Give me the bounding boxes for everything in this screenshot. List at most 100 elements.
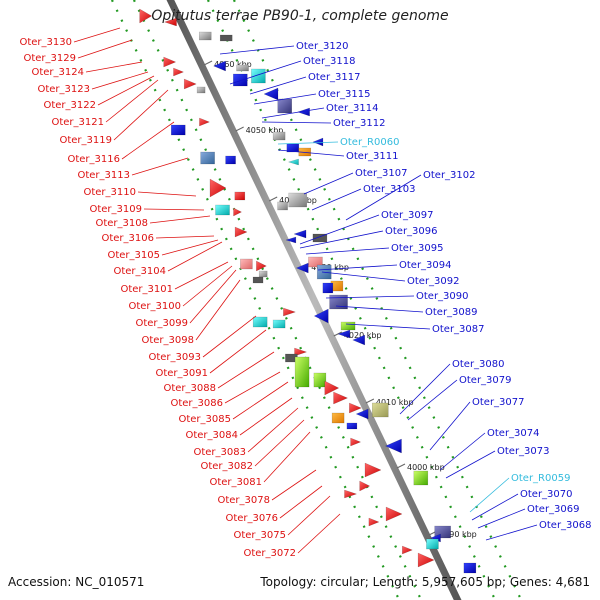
gene-forward-red <box>344 489 358 499</box>
gene-green <box>313 372 327 388</box>
gene-label-right[interactable]: Oter_3114 <box>326 103 379 114</box>
gene-label-right[interactable]: Oter_3115 <box>318 89 371 100</box>
gene-label-left[interactable]: Oter_3099 <box>135 318 188 329</box>
gene-label-left[interactable]: Oter_3091 <box>155 368 208 379</box>
gene-label-left[interactable]: Oter_3110 <box>83 187 136 198</box>
gene-label-left[interactable]: Oter_3085 <box>178 414 231 425</box>
gene-label-right[interactable]: Oter_3111 <box>346 151 399 162</box>
gene-grey <box>288 192 307 208</box>
gene-label-left[interactable]: Oter_3086 <box>170 398 223 409</box>
gene-label-right[interactable]: Oter_3094 <box>399 260 452 271</box>
gene-label-right[interactable]: Oter_3089 <box>425 307 478 318</box>
label-leader-line <box>77 39 133 59</box>
gene-label-left[interactable]: Oter_3105 <box>107 250 160 261</box>
label-leader-line <box>429 401 471 451</box>
rna-label-right[interactable]: Oter_R0060 <box>340 137 399 148</box>
gene-label-right[interactable]: Oter_3073 <box>497 446 550 457</box>
gene-label-left[interactable]: Oter_3098 <box>141 335 194 346</box>
label-leader-line <box>445 450 496 479</box>
gene-label-right[interactable]: Oter_3117 <box>308 72 361 83</box>
gene-orange <box>331 412 345 424</box>
gene-olive <box>372 402 389 418</box>
gene-label-left[interactable]: Oter_3093 <box>148 352 201 363</box>
gene-label-right[interactable]: Oter_3097 <box>381 210 434 221</box>
label-leader-line <box>174 261 229 290</box>
label-leader-line <box>325 295 415 299</box>
gene-label-left[interactable]: Oter_3088 <box>163 383 216 394</box>
label-leader-line <box>477 508 526 529</box>
gene-label-left[interactable]: Oter_3084 <box>185 430 238 441</box>
gene-label-right[interactable]: Oter_3092 <box>407 276 460 287</box>
gene-label-right[interactable]: Oter_3107 <box>355 168 408 179</box>
gene-label-right[interactable]: Oter_3087 <box>432 324 485 335</box>
gene-grey <box>236 64 249 72</box>
gene-forward-red <box>402 545 413 555</box>
gene-label-left[interactable]: Oter_3109 <box>89 204 142 215</box>
label-leader-line <box>143 208 205 211</box>
gene-forward-red <box>294 347 308 357</box>
gene-green <box>413 470 429 486</box>
gene-label-left[interactable]: Oter_3106 <box>101 233 154 244</box>
gene-label-left[interactable]: Oter_3100 <box>128 301 181 312</box>
label-leader-line <box>97 75 155 106</box>
gene-label-right[interactable]: Oter_3096 <box>385 226 438 237</box>
label-leader-line <box>297 513 341 554</box>
gene-label-left[interactable]: Oter_3076 <box>225 513 278 524</box>
gene-label-right[interactable]: Oter_3103 <box>363 184 416 195</box>
gene-label-right[interactable]: Oter_3118 <box>303 56 356 67</box>
gene-forward-red <box>359 480 371 492</box>
gene-label-left[interactable]: Oter_3113 <box>77 170 130 181</box>
gene-label-left[interactable]: Oter_3123 <box>37 84 90 95</box>
label-leader-line <box>345 174 422 221</box>
kbp-tick <box>235 126 244 132</box>
gene-label-right[interactable]: Oter_3077 <box>472 397 525 408</box>
gene-purple <box>277 98 292 114</box>
label-leaders <box>73 27 538 554</box>
gene-label-right[interactable]: Oter_3070 <box>520 489 573 500</box>
gene-reverse-blue <box>337 329 351 339</box>
gene-label-left[interactable]: Oter_3108 <box>95 218 148 229</box>
gene-cyan <box>287 158 299 166</box>
gene-label-right[interactable]: Oter_3080 <box>452 359 505 370</box>
gene-label-left[interactable]: Oter_3121 <box>51 117 104 128</box>
gene-label-right[interactable]: Oter_3120 <box>296 41 349 52</box>
gene-forward-red <box>368 517 380 527</box>
gene-label-left[interactable]: Oter_3101 <box>120 284 173 295</box>
label-leader-line <box>263 431 311 483</box>
gene-label-left[interactable]: Oter_3130 <box>19 37 72 48</box>
gene-label-left[interactable]: Oter_3119 <box>59 135 112 146</box>
genome-axis <box>166 0 462 600</box>
gene-label-right[interactable]: Oter_3102 <box>423 170 476 181</box>
gene-label-left[interactable]: Oter_3081 <box>209 477 262 488</box>
rna-label-right[interactable]: Oter_R0059 <box>511 473 570 484</box>
gene-cyan <box>251 68 266 84</box>
label-leader-line <box>121 121 175 160</box>
gene-label-left[interactable]: Oter_3104 <box>113 266 166 277</box>
label-leader-line <box>202 315 257 358</box>
gene-forward-red <box>183 78 197 90</box>
genome-summary-text: Topology: circular; Length: 5,957,605 bp… <box>260 575 590 589</box>
gene-label-right[interactable]: Oter_3069 <box>527 504 580 515</box>
gene-forward-red <box>233 207 243 217</box>
kbp-tick <box>203 60 213 66</box>
gene-label-right[interactable]: Oter_3095 <box>391 243 444 254</box>
gene-label-left[interactable]: Oter_3116 <box>67 154 120 165</box>
gene-label-left[interactable]: Oter_3129 <box>23 53 76 64</box>
gene-label-left[interactable]: Oter_3072 <box>243 548 296 559</box>
gene-label-left[interactable]: Oter_3075 <box>233 530 286 541</box>
label-leader-line <box>167 241 223 272</box>
kbp-label: 4060 kbp <box>214 60 252 69</box>
gene-label-right[interactable]: Oter_3079 <box>459 375 512 386</box>
gene-reverse-blue <box>352 334 366 346</box>
gene-grey <box>196 86 206 94</box>
label-leader-line <box>224 371 281 404</box>
gene-label-right[interactable]: Oter_3068 <box>539 520 592 531</box>
gene-label-right[interactable]: Oter_3074 <box>487 428 540 439</box>
gene-label-left[interactable]: Oter_3124 <box>31 67 84 78</box>
gene-label-left[interactable]: Oter_3082 <box>200 461 253 472</box>
gene-label-right[interactable]: Oter_3112 <box>333 118 386 129</box>
gene-label-left[interactable]: Oter_3083 <box>193 447 246 458</box>
gene-label-left[interactable]: Oter_3078 <box>217 495 270 506</box>
gene-label-right[interactable]: Oter_3090 <box>416 291 469 302</box>
gene-label-left[interactable]: Oter_3122 <box>43 100 96 111</box>
